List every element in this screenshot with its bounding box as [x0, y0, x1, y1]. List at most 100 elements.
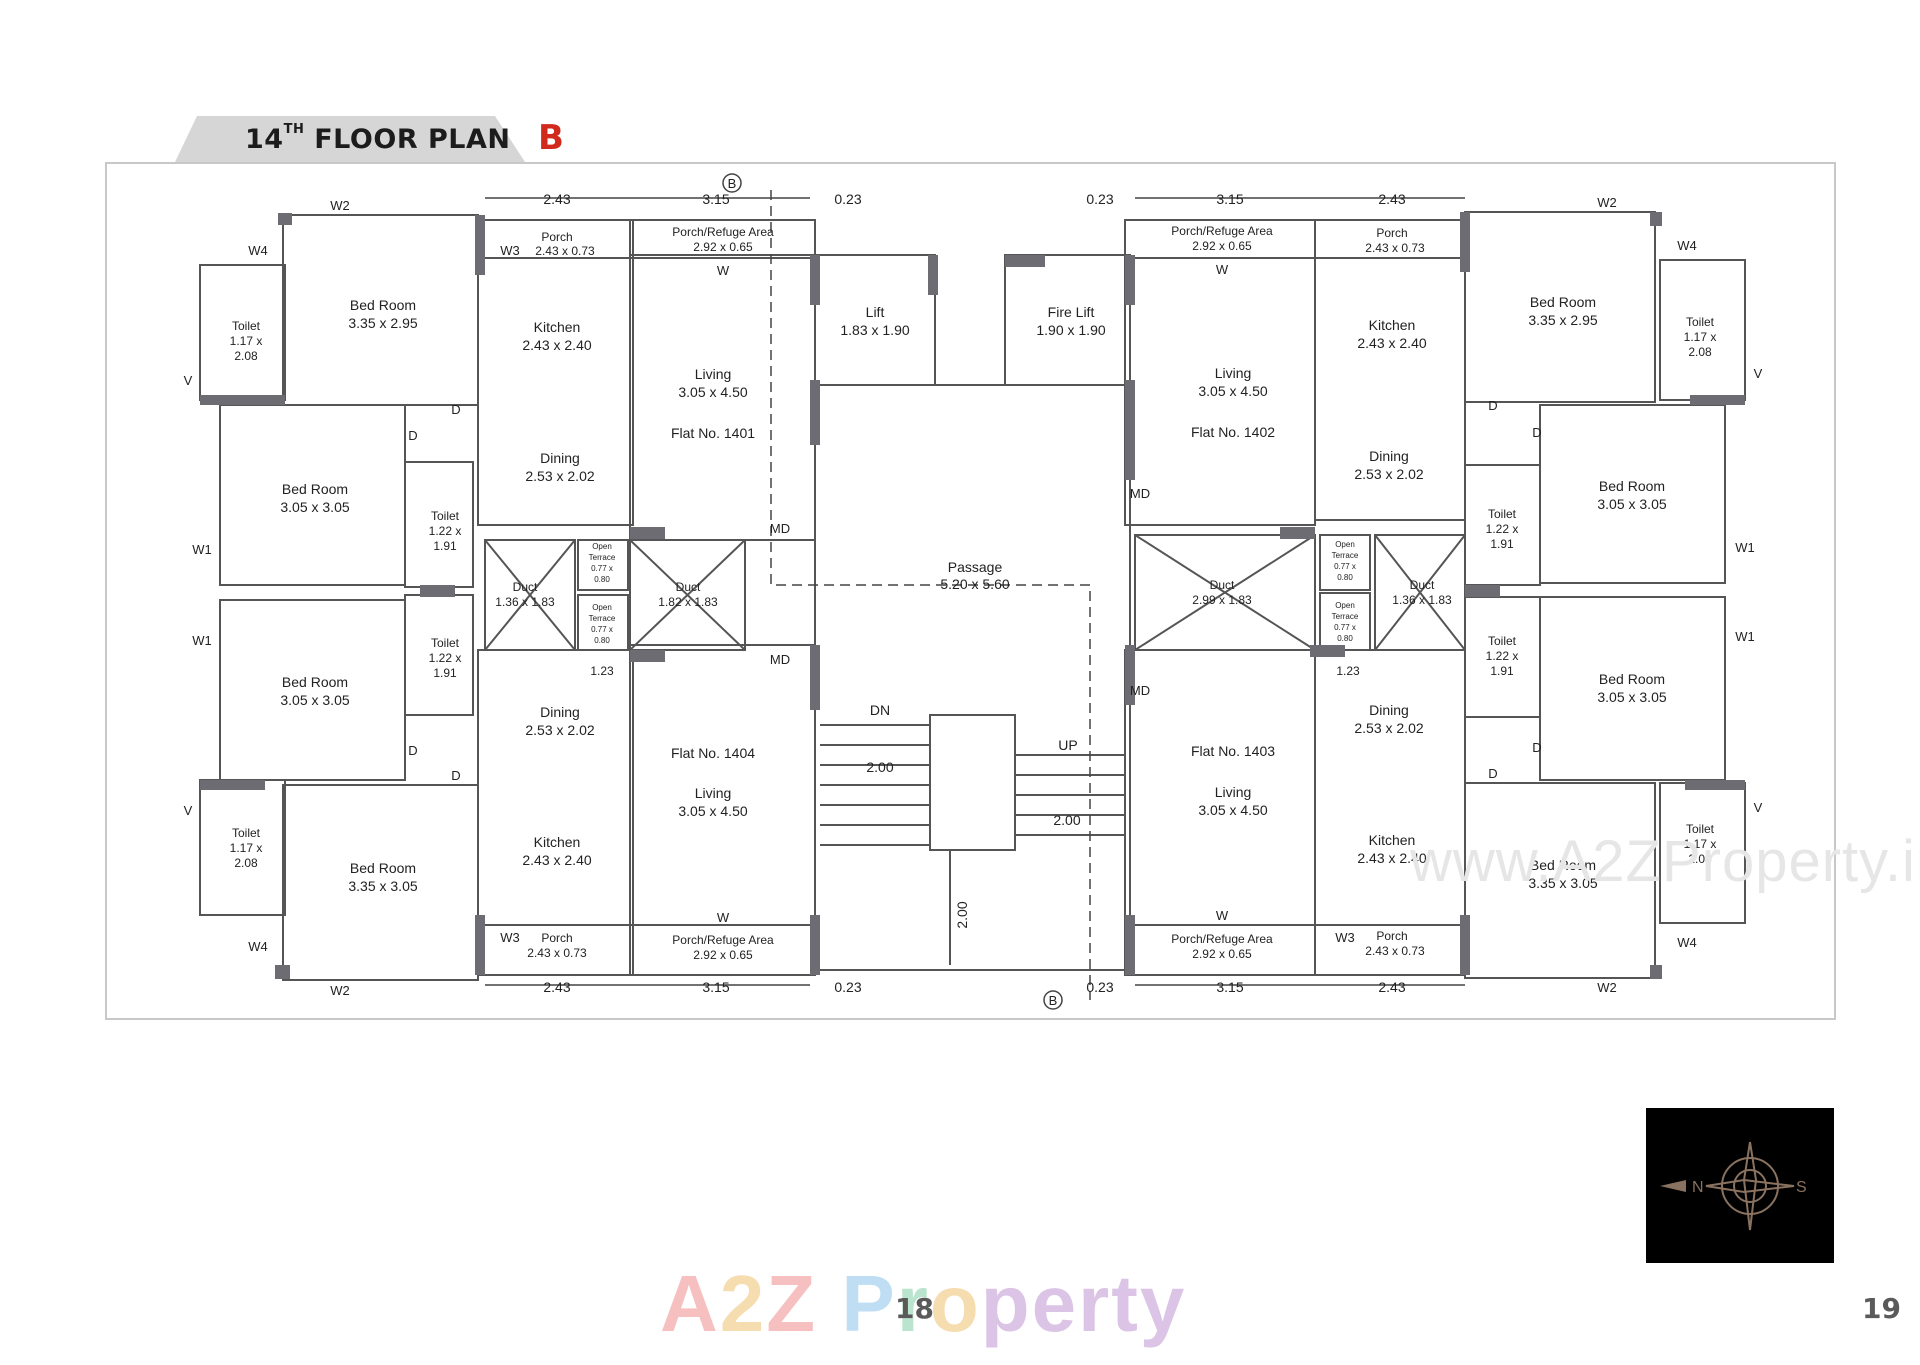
svg-text:1.91: 1.91 [1490, 537, 1514, 551]
svg-text:1.83 x 1.90: 1.83 x 1.90 [840, 322, 909, 338]
svg-text:2.99 x 1.83: 2.99 x 1.83 [1192, 593, 1252, 607]
svg-text:W2: W2 [330, 983, 350, 998]
svg-text:3.05 x 4.50: 3.05 x 4.50 [678, 803, 747, 819]
svg-text:V: V [1754, 366, 1763, 381]
lift-label: Lift [866, 304, 885, 320]
svg-text:2.92 x 0.65: 2.92 x 0.65 [1192, 947, 1252, 961]
svg-text:B: B [1049, 993, 1058, 1008]
svg-text:Open: Open [1335, 601, 1355, 610]
svg-text:0.80: 0.80 [1337, 573, 1353, 582]
svg-text:D: D [451, 402, 460, 417]
svg-text:W: W [717, 263, 730, 278]
svg-text:Toilet: Toilet [1488, 634, 1517, 648]
svg-text:V: V [184, 373, 193, 388]
svg-text:3.35 x 3.05: 3.35 x 3.05 [1528, 875, 1597, 891]
svg-text:W1: W1 [1735, 629, 1755, 644]
svg-text:W2: W2 [330, 198, 350, 213]
svg-text:MD: MD [1130, 486, 1150, 501]
svg-text:Toilet: Toilet [1488, 507, 1517, 521]
toilet-1402-b-wall [1464, 464, 1541, 586]
svg-text:Porch: Porch [541, 230, 572, 244]
svg-text:Toilet: Toilet [232, 826, 261, 840]
svg-text:Toilet: Toilet [232, 319, 261, 333]
svg-text:W1: W1 [1735, 540, 1755, 555]
svg-text:1.17 x: 1.17 x [230, 334, 263, 348]
passage-label: Passage [948, 559, 1003, 575]
floor-plan-title-tab: 14TH FLOOR PLAN [175, 116, 525, 162]
bedroom-1402-b-wall [1539, 404, 1726, 584]
floor-plan-title: 14TH FLOOR PLAN [245, 122, 511, 155]
svg-text:Toilet: Toilet [431, 636, 460, 650]
svg-text:3.35 x 3.05: 3.35 x 3.05 [348, 878, 417, 894]
svg-text:0.77 x: 0.77 x [591, 625, 613, 634]
passage-wall [814, 384, 1131, 971]
svg-text:2.92 x 0.65: 2.92 x 0.65 [693, 948, 753, 962]
svg-text:3.05 x 3.05: 3.05 x 3.05 [280, 499, 349, 515]
svg-text:Dining: Dining [1369, 702, 1409, 718]
svg-text:2.43: 2.43 [543, 191, 570, 207]
svg-text:2.00: 2.00 [954, 901, 970, 928]
svg-text:W: W [717, 910, 730, 925]
bedroom-1401-a-label: Bed Room [350, 297, 416, 313]
kitchen-1401-label: Kitchen [534, 319, 581, 335]
bedroom-1404-b-wall [219, 599, 406, 781]
svg-text:Kitchen: Kitchen [1369, 832, 1416, 848]
svg-text:Kitchen: Kitchen [534, 834, 581, 850]
svg-text:MD: MD [1130, 683, 1150, 698]
svg-text:Porch: Porch [1376, 226, 1407, 240]
svg-text:Duct: Duct [1410, 578, 1435, 592]
svg-text:W3: W3 [500, 243, 520, 258]
svg-text:0.23: 0.23 [834, 191, 861, 207]
compass-panel: N S [1646, 1108, 1834, 1263]
svg-text:Duct: Duct [513, 580, 538, 594]
svg-text:W2: W2 [1597, 980, 1617, 995]
svg-text:1.91: 1.91 [433, 666, 457, 680]
svg-text:Porch/Refuge Area: Porch/Refuge Area [672, 933, 774, 947]
dining-1401-label: Dining [540, 450, 580, 466]
svg-text:Open: Open [592, 603, 612, 612]
svg-text:W: W [1216, 262, 1229, 277]
flat-1401-labels: Bed Room 3.35 x 2.95 Toilet 1.17 x 2.08 … [230, 191, 862, 678]
svg-text:D: D [1532, 425, 1541, 440]
svg-text:1.23: 1.23 [1336, 664, 1360, 678]
stair-well [929, 714, 1016, 851]
svg-text:2.53 x 2.02: 2.53 x 2.02 [525, 722, 594, 738]
svg-text:3.15: 3.15 [702, 979, 729, 995]
svg-text:W4: W4 [1677, 935, 1697, 950]
svg-text:1.17 x: 1.17 x [230, 841, 263, 855]
svg-text:3.05 x 4.50: 3.05 x 4.50 [678, 384, 747, 400]
svg-text:Terrace: Terrace [1332, 612, 1359, 621]
svg-text:3.35 x 2.95: 3.35 x 2.95 [1528, 312, 1597, 328]
svg-text:W1: W1 [192, 633, 212, 648]
svg-text:Porch/Refuge Area: Porch/Refuge Area [1171, 932, 1273, 946]
svg-text:3.05 x 3.05: 3.05 x 3.05 [1597, 689, 1666, 705]
stair-up-label: UP [1058, 737, 1077, 753]
svg-text:Toilet: Toilet [1686, 822, 1715, 836]
svg-text:Open: Open [1335, 540, 1355, 549]
svg-text:1.91: 1.91 [433, 539, 457, 553]
svg-text:2.43 x 2.40: 2.43 x 2.40 [1357, 335, 1426, 351]
svg-text:Porch/Refuge Area: Porch/Refuge Area [1171, 224, 1273, 238]
svg-text:2.43 x 0.73: 2.43 x 0.73 [527, 946, 587, 960]
svg-text:1.22 x: 1.22 x [429, 524, 462, 538]
svg-text:3.05 x 3.05: 3.05 x 3.05 [1597, 496, 1666, 512]
svg-text:Duct: Duct [676, 580, 701, 594]
svg-text:1.91: 1.91 [1490, 664, 1514, 678]
svg-text:0.77 x: 0.77 x [1334, 562, 1356, 571]
svg-text:Open: Open [592, 542, 612, 551]
svg-text:0.80: 0.80 [1337, 634, 1353, 643]
brand-logo: A2Z Property [660, 1259, 1187, 1348]
flat-1402-labels: Bed Room 3.35 x 2.95 Toilet 1.17 x 2.08 … [1086, 191, 1716, 678]
stair-down-label: DN [870, 702, 890, 718]
duct-1401-b-wall [629, 539, 746, 651]
bedroom-1403-a-wall [1464, 782, 1656, 979]
svg-text:1.36 x 1.83: 1.36 x 1.83 [1392, 593, 1452, 607]
svg-text:Toilet: Toilet [431, 509, 460, 523]
svg-text:2.08: 2.08 [1688, 852, 1712, 866]
svg-text:Flat No. 1404: Flat No. 1404 [671, 745, 755, 761]
kitchen-1404-wall [477, 649, 634, 976]
svg-text:2.08: 2.08 [234, 856, 258, 870]
svg-text:Kitchen: Kitchen [1369, 317, 1416, 333]
svg-text:Porch: Porch [541, 931, 572, 945]
